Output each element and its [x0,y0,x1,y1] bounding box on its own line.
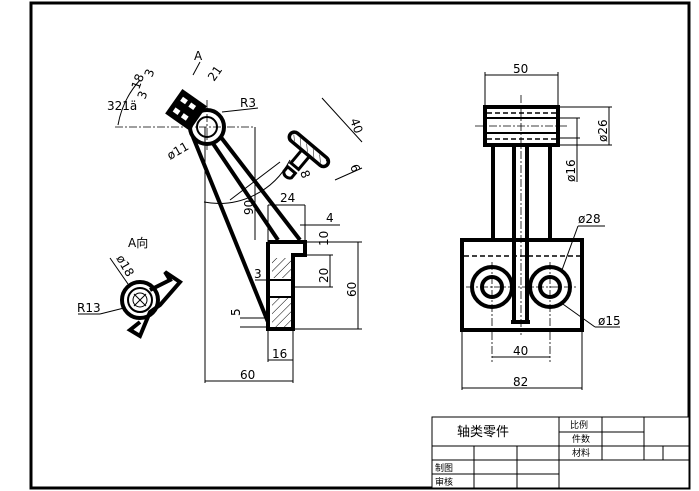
dim-8: 8 [297,168,313,180]
dim-16: 16 [272,347,287,361]
dim-dia18: ø18 [113,253,136,280]
dim-3c: 3 [254,267,262,281]
dim-angle: 321ä [107,99,137,113]
front-view-dimensions: A 21 R3 321ä 18 3 3 ø11 90 24 4 10 20 60… [107,49,359,382]
drawing-frame [29,1,691,490]
title-block: 轴类零件 比例 件数 材料 制图 审核 [431,416,690,489]
material-label: 材料 [572,447,590,459]
side-view: 50 ø26 ø16 ø28 ø15 40 82 [460,62,621,390]
drawn-by-label: 制图 [435,462,453,474]
view-a-label: A向 [128,235,148,250]
quantity-label: 件数 [572,433,590,445]
dim-18: 18 [129,72,147,91]
dim-40: 40 [513,344,528,358]
checked-by-label: 审核 [435,476,453,488]
dim-dia16: ø16 [564,159,578,182]
dim-5: 5 [229,308,243,316]
part-name: 轴类零件 [457,425,509,440]
scale-label: 比例 [570,419,588,431]
dim-3b: 3 [135,89,151,101]
dim-82: 82 [513,375,528,389]
dim-6: 6 [347,162,363,174]
front-view [115,61,362,383]
section-mark-label: A [194,49,203,63]
dim-20: 20 [317,268,331,283]
dim-dia15: ø15 [598,314,621,328]
a-direction-view: A向 ø18 R13 [77,235,184,339]
dim-60-horizontal: 60 [240,368,255,382]
dim-21: 21 [205,63,225,84]
dim-24: 24 [280,191,295,205]
dim-dia28: ø28 [578,212,601,226]
dim-r13: R13 [77,301,101,315]
dim-dia26: ø26 [596,119,610,142]
dim-10: 10 [317,231,331,246]
t-section-view: 40 8 6 [229,97,366,201]
dim-60-vertical: 60 [345,282,359,297]
dim-dia11: ø11 [165,139,192,162]
dim-40-section: 40 [347,116,365,135]
dim-50: 50 [513,62,528,76]
dim-4: 4 [326,211,334,225]
dim-r3: R3 [240,96,256,110]
dim-90: 90 [242,200,256,215]
dim-3a: 3 [142,67,158,79]
